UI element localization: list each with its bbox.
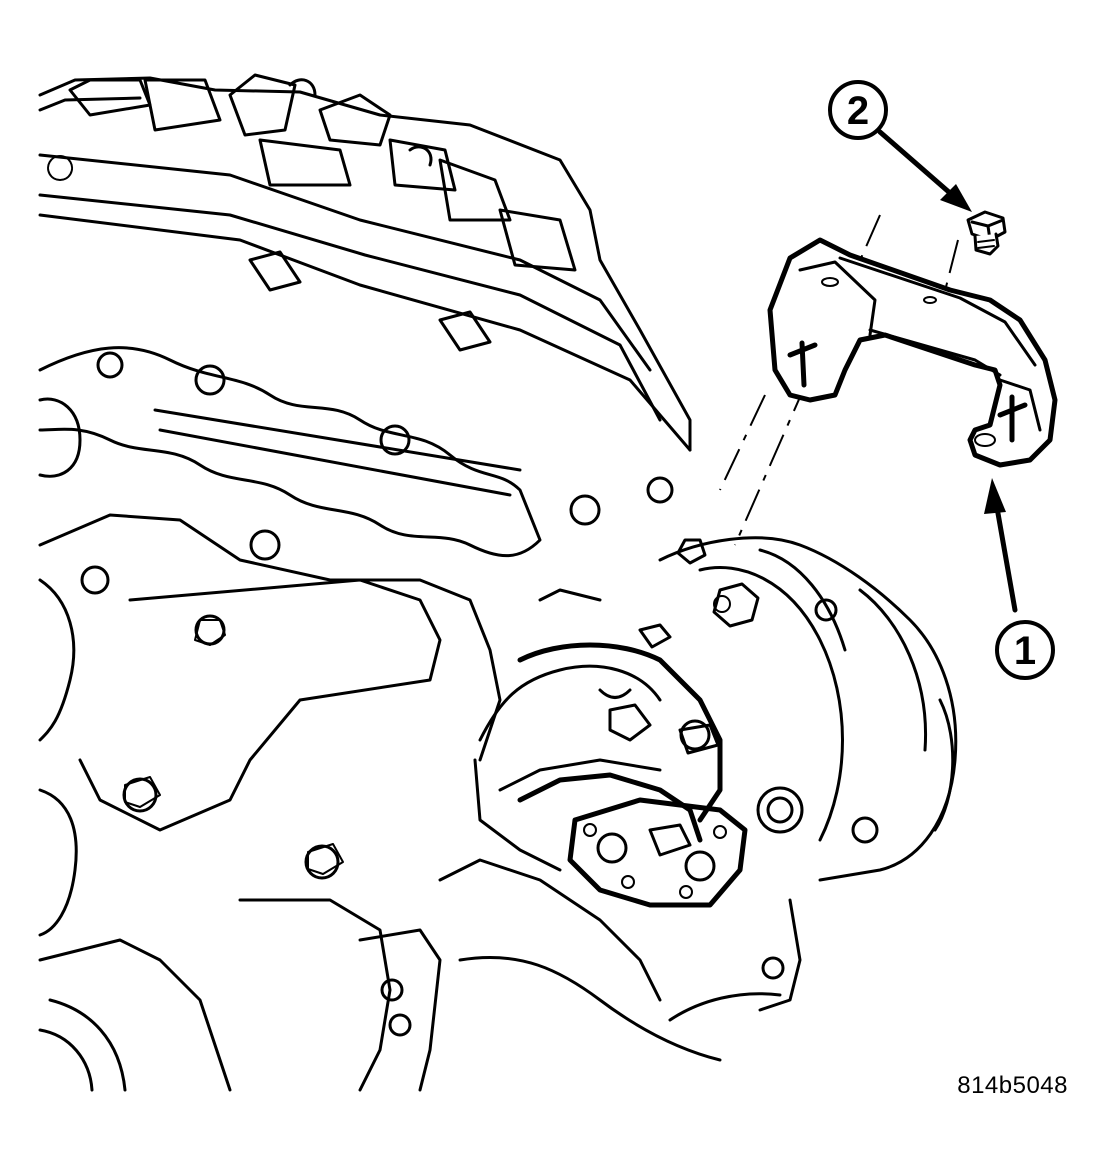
callout-2: 2 bbox=[828, 80, 888, 140]
callout-1-label: 1 bbox=[1014, 629, 1036, 673]
motor-mount bbox=[473, 536, 958, 908]
figure-id: 814b5048 bbox=[957, 1072, 1068, 1099]
bolt bbox=[966, 210, 1007, 256]
arrowhead-2 bbox=[940, 184, 972, 212]
callout-2-label: 2 bbox=[847, 89, 869, 133]
fuel-injectors bbox=[68, 73, 577, 272]
engine-assembly bbox=[38, 73, 802, 1092]
leader-lines bbox=[877, 129, 1018, 613]
exhaust-manifold bbox=[38, 346, 674, 561]
arrowhead-1 bbox=[984, 478, 1006, 514]
mount-bracket bbox=[767, 237, 1058, 468]
callout-1: 1 bbox=[995, 620, 1055, 680]
